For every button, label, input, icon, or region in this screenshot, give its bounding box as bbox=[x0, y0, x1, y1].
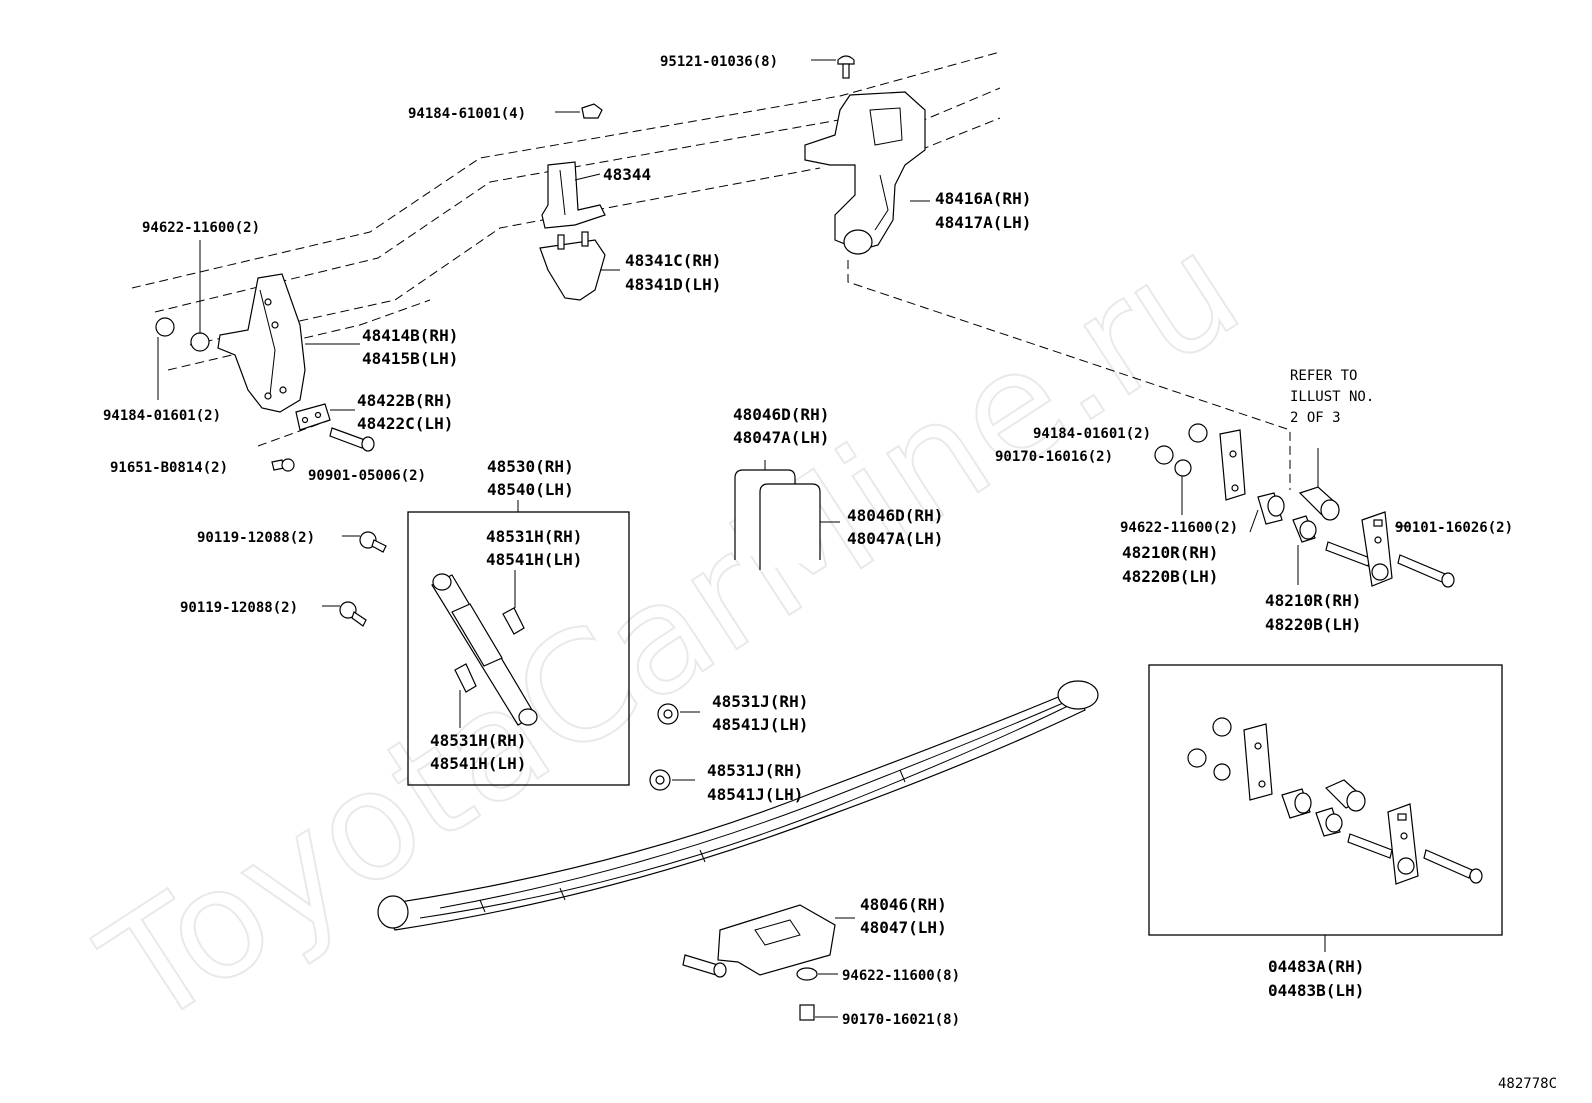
part-labels: 95121-01036(8) 94184-61001(4) 48344 4841… bbox=[103, 54, 1557, 1092]
label-94184-01601-right: 94184-01601(2) bbox=[1033, 426, 1151, 442]
bump-stopper bbox=[539, 231, 620, 301]
nut-90170-16021 bbox=[799, 1004, 838, 1021]
shackle-group bbox=[1154, 423, 1455, 588]
label-48541j-b: 48541J(LH) bbox=[707, 785, 803, 804]
spring-hanger-bracket bbox=[804, 91, 930, 255]
label-48540: 48540(LH) bbox=[487, 480, 574, 499]
label-48047: 48047(LH) bbox=[860, 918, 947, 937]
bracket-48344 bbox=[541, 161, 606, 229]
label-48531j-b: 48531J(RH) bbox=[707, 761, 803, 780]
label-90119-12088-b: 90119-12088(2) bbox=[180, 600, 298, 616]
label-94622-11600-bottom: 94622-11600(8) bbox=[842, 968, 960, 984]
washer-94622-bottom bbox=[796, 967, 838, 981]
shock-absorber-group bbox=[407, 500, 630, 786]
label-48531h-bottom: 48531H(RH) bbox=[430, 731, 526, 750]
front-spring-bracket bbox=[217, 273, 360, 413]
label-48047a-top: 48047A(LH) bbox=[733, 428, 829, 447]
note-line-2: ILLUST NO. bbox=[1290, 389, 1374, 405]
note-line-3: 2 OF 3 bbox=[1290, 410, 1341, 426]
label-94184-61001: 94184-61001(4) bbox=[408, 106, 526, 122]
label-48541h-bottom: 48541H(LH) bbox=[430, 754, 526, 773]
label-90170-16021: 90170-16021(8) bbox=[842, 1012, 960, 1028]
label-48531j-a: 48531J(RH) bbox=[712, 692, 808, 711]
left-washer-94622 bbox=[190, 240, 210, 352]
label-48422c: 48422C(LH) bbox=[357, 414, 453, 433]
label-94622-11600-right: 94622-11600(2) bbox=[1120, 520, 1238, 536]
label-48046d-mid: 48046D(RH) bbox=[847, 506, 943, 525]
leaf-spring bbox=[377, 680, 1099, 931]
label-48416a: 48416A(RH) bbox=[935, 189, 1031, 208]
label-48046d-top: 48046D(RH) bbox=[733, 405, 829, 424]
bolt-91651 bbox=[257, 419, 331, 472]
label-48344: 48344 bbox=[603, 165, 651, 184]
spring-seat bbox=[682, 904, 855, 978]
label-94184-01601-left: 94184-01601(2) bbox=[103, 408, 221, 424]
label-48422b: 48422B(RH) bbox=[357, 391, 453, 410]
note-line-1: REFER TO bbox=[1290, 368, 1357, 384]
label-94622-11600-top: 94622-11600(2) bbox=[142, 220, 260, 236]
label-48414b: 48414B(RH) bbox=[362, 326, 458, 345]
label-48530: 48530(RH) bbox=[487, 457, 574, 476]
figure-code: 482778C bbox=[1498, 1076, 1557, 1092]
label-90170-16016: 90170-16016(2) bbox=[995, 449, 1113, 465]
nut-94184-61001 bbox=[555, 103, 603, 119]
label-48415b: 48415B(LH) bbox=[362, 349, 458, 368]
label-48220b-b: 48220B(LH) bbox=[1265, 615, 1361, 634]
u-bolts bbox=[734, 460, 840, 570]
label-48047a-mid: 48047A(LH) bbox=[847, 529, 943, 548]
bushing-48531j-a bbox=[657, 703, 700, 725]
label-90901-05006: 90901-05006(2) bbox=[308, 468, 426, 484]
label-48417a: 48417A(LH) bbox=[935, 213, 1031, 232]
label-48341d: 48341D(LH) bbox=[625, 275, 721, 294]
plate-48422 bbox=[295, 403, 355, 431]
label-48531h-top: 48531H(RH) bbox=[486, 527, 582, 546]
label-95121-01036: 95121-01036(8) bbox=[660, 54, 778, 70]
label-48046: 48046(RH) bbox=[860, 895, 947, 914]
left-nut-94184 bbox=[155, 317, 175, 400]
label-90101-16026: 90101-16026(2) bbox=[1395, 520, 1513, 536]
label-48210r-a: 48210R(RH) bbox=[1122, 543, 1218, 562]
label-04483a: 04483A(RH) bbox=[1268, 957, 1364, 976]
label-48541j-a: 48541J(LH) bbox=[712, 715, 808, 734]
bolt-95121 bbox=[811, 55, 855, 79]
bolt-90119-b bbox=[322, 601, 367, 627]
label-91651-b0814: 91651-B0814(2) bbox=[110, 460, 228, 476]
label-90119-12088-a: 90119-12088(2) bbox=[197, 530, 315, 546]
label-48541h-top: 48541H(LH) bbox=[486, 550, 582, 569]
bolt-90901 bbox=[329, 427, 375, 452]
label-04483b: 04483B(LH) bbox=[1268, 981, 1364, 1000]
label-48341c: 48341C(RH) bbox=[625, 251, 721, 270]
bushing-48531j-b bbox=[649, 769, 695, 791]
label-48210r-b: 48210R(RH) bbox=[1265, 591, 1361, 610]
shackle-kit-box bbox=[1148, 664, 1503, 952]
bolt-90119-a bbox=[342, 531, 387, 553]
label-48220b-a: 48220B(LH) bbox=[1122, 567, 1218, 586]
